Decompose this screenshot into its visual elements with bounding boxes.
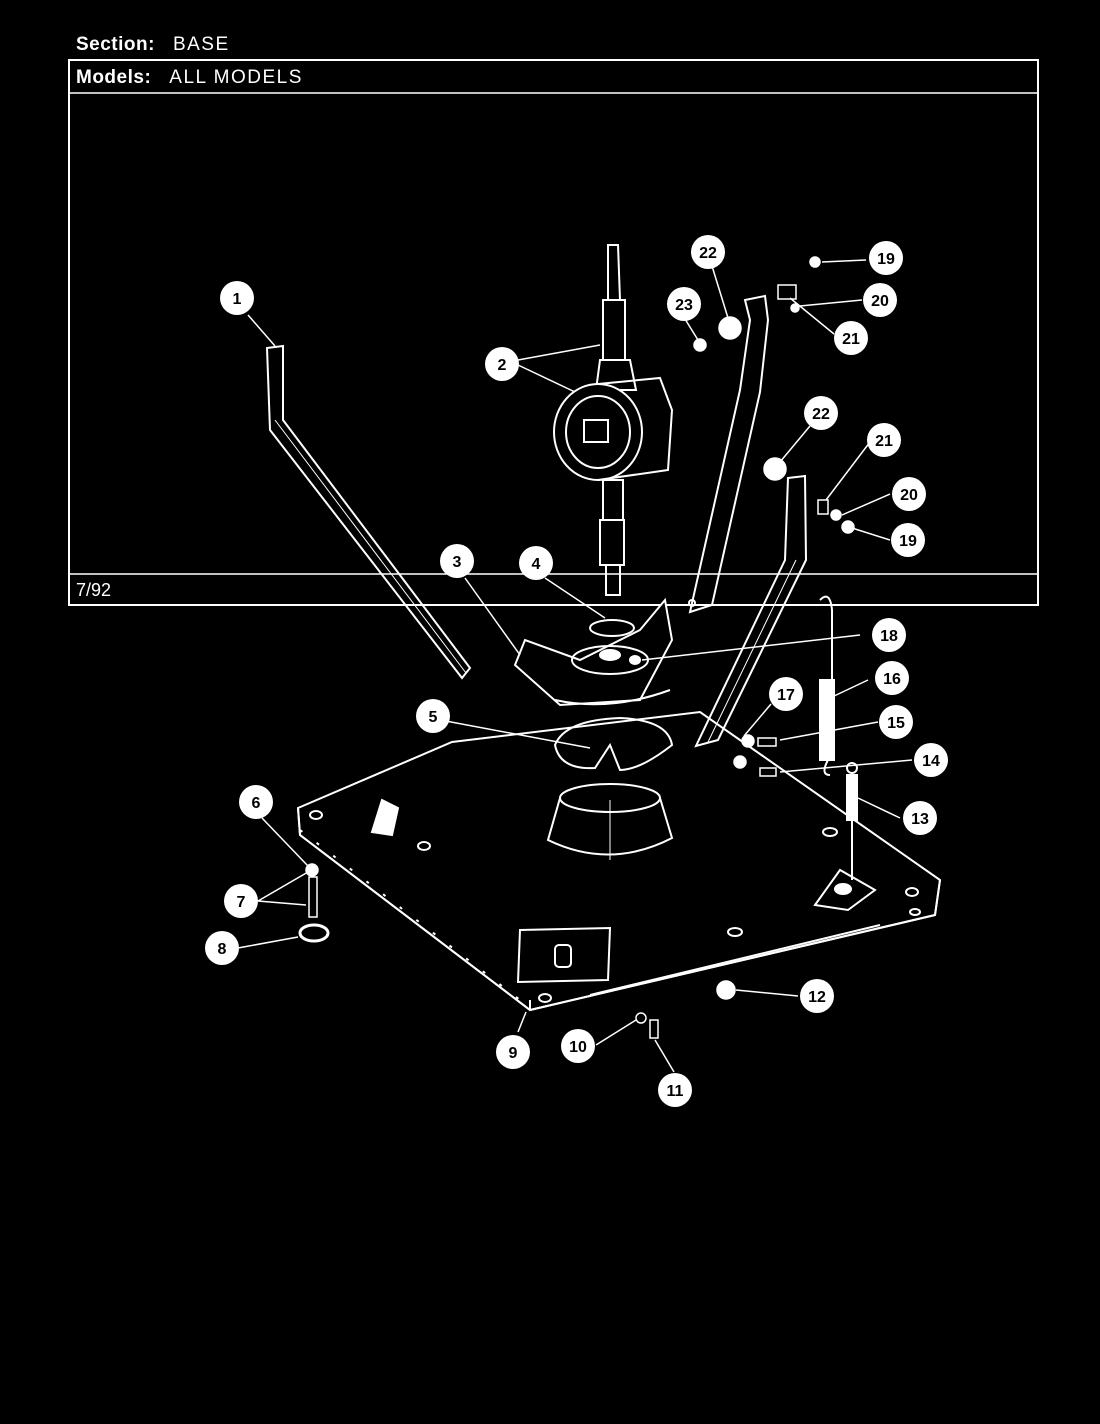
transmission xyxy=(553,244,674,596)
callout-3: 3 xyxy=(440,544,474,578)
svg-text:17: 17 xyxy=(777,687,795,704)
callout-23: 23 xyxy=(667,287,701,321)
svg-text:16: 16 xyxy=(883,671,901,688)
svg-text:6: 6 xyxy=(252,795,261,812)
callout-11: 11 xyxy=(658,1073,692,1107)
svg-text:4: 4 xyxy=(532,556,541,573)
page-frame xyxy=(68,59,1039,606)
section-heading: Section: BASE xyxy=(76,34,230,56)
svg-text:10: 10 xyxy=(569,1039,587,1056)
callout-17: 17 xyxy=(769,677,803,711)
svg-text:21: 21 xyxy=(875,433,893,450)
hardware xyxy=(298,256,855,1039)
section-value: BASE xyxy=(172,34,230,55)
svg-text:19: 19 xyxy=(899,533,917,550)
callouts: 1 2 3 4 5 6 7 8 9 10 11 12 13 14 15 16 1… xyxy=(205,235,948,1107)
svg-text:19: 19 xyxy=(877,251,895,268)
svg-text:9: 9 xyxy=(509,1045,518,1062)
left-brace xyxy=(265,344,472,680)
callout-21a: 21 xyxy=(834,321,868,355)
callout-14: 14 xyxy=(914,743,948,777)
callout-5: 5 xyxy=(416,699,450,733)
models-heading: Models: ALL MODELS xyxy=(76,67,303,89)
callout-20b: 20 xyxy=(892,477,926,511)
callout-22b: 22 xyxy=(804,396,838,430)
callout-18: 18 xyxy=(872,618,906,652)
pulley-assembly xyxy=(513,597,674,707)
svg-text:18: 18 xyxy=(880,628,898,645)
callout-22a: 22 xyxy=(691,235,725,269)
svg-text:5: 5 xyxy=(429,709,438,726)
models-label: Models: xyxy=(76,67,152,88)
callout-10: 10 xyxy=(561,1029,595,1063)
callout-2: 2 xyxy=(485,347,519,381)
models-value: ALL MODELS xyxy=(169,67,303,88)
svg-text:8: 8 xyxy=(218,941,227,958)
base-boss xyxy=(546,783,674,860)
svg-text:12: 12 xyxy=(808,989,826,1006)
svg-text:1: 1 xyxy=(233,291,242,308)
callout-16: 16 xyxy=(875,661,909,695)
svg-text:3: 3 xyxy=(453,554,462,571)
svg-text:21: 21 xyxy=(842,331,860,348)
right-braces xyxy=(688,294,808,748)
svg-text:20: 20 xyxy=(900,487,918,504)
callout-1: 1 xyxy=(220,281,254,315)
svg-text:14: 14 xyxy=(922,753,940,770)
svg-text:13: 13 xyxy=(911,811,929,828)
svg-text:7: 7 xyxy=(237,894,246,911)
springs xyxy=(819,595,858,880)
callout-8: 8 xyxy=(205,931,239,965)
callout-12: 12 xyxy=(800,979,834,1013)
callout-19b: 19 xyxy=(891,523,925,557)
callout-4: 4 xyxy=(519,546,553,580)
revision-date: 7/92 xyxy=(76,580,112,600)
split-ring xyxy=(553,716,674,772)
callout-9: 9 xyxy=(496,1035,530,1069)
svg-text:22: 22 xyxy=(812,406,830,423)
svg-text:22: 22 xyxy=(699,245,717,262)
callout-21b: 21 xyxy=(867,423,901,457)
svg-text:15: 15 xyxy=(887,715,905,732)
svg-text:23: 23 xyxy=(675,297,693,314)
leader-lines xyxy=(237,259,913,1073)
svg-text:2: 2 xyxy=(498,357,507,374)
base-plate xyxy=(296,710,942,1012)
callout-7: 7 xyxy=(224,884,258,918)
callout-19a: 19 xyxy=(869,241,903,275)
callout-13: 13 xyxy=(903,801,937,835)
callout-15: 15 xyxy=(879,705,913,739)
svg-text:11: 11 xyxy=(667,1083,684,1100)
svg-text:20: 20 xyxy=(871,293,889,310)
callout-20a: 20 xyxy=(863,283,897,317)
callout-6: 6 xyxy=(239,785,273,819)
section-label: Section: xyxy=(76,34,155,55)
